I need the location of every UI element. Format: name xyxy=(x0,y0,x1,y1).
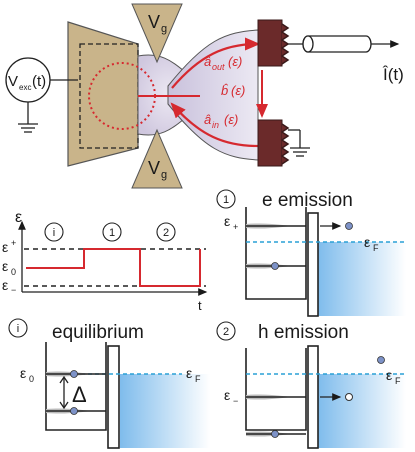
panel-i-barrier xyxy=(107,345,120,449)
panel-i-gap: Δ xyxy=(72,382,87,407)
schematic: V g V g â out (ε) b̂ (ε) â in (ε) V exc … xyxy=(5,3,404,189)
panel1-fermi-sub: F xyxy=(373,243,379,253)
panel2-level-sub: − xyxy=(233,396,238,406)
gate-bottom-label: V xyxy=(148,158,160,178)
phase-1: 1 xyxy=(109,227,115,239)
panel-i-electron-lower xyxy=(70,407,78,415)
drive-waveform xyxy=(26,248,201,287)
panel2-electron-lower xyxy=(271,430,279,438)
left-electrode xyxy=(67,21,139,167)
drive-x-label: t xyxy=(198,298,202,313)
phase-2: 2 xyxy=(163,227,169,239)
panel2-fermi-sub: F xyxy=(395,376,401,386)
reservoir-top xyxy=(257,19,283,67)
panel2-level: ε xyxy=(224,387,230,403)
panel2-title: h emission xyxy=(258,322,349,343)
panel1-barrier xyxy=(307,212,319,317)
a-out-sub: out xyxy=(212,62,225,72)
panel1-title: e emission xyxy=(262,190,353,211)
gate-top-label: V xyxy=(148,12,160,32)
panel2-hole xyxy=(345,393,353,401)
current-label: Î(t) xyxy=(382,65,404,84)
ground-left xyxy=(18,123,38,133)
drive-y-label: ε xyxy=(15,209,22,226)
a-in-label: â xyxy=(204,112,211,127)
panel-i-fermi-sea xyxy=(120,374,210,448)
a-out-arg: (ε) xyxy=(228,54,242,69)
panel-i-level-sub: 0 xyxy=(29,374,34,384)
panel1-electron-lower xyxy=(271,262,279,270)
panel-e-emission: 1 e emission ε + ε F xyxy=(216,189,406,317)
ground-right xyxy=(290,147,310,157)
panel2-electron-excited xyxy=(377,356,385,364)
panel-h-emission: 2 h emission ε − ε F xyxy=(216,321,406,449)
reservoir-teeth xyxy=(280,23,290,165)
source-arg: (t) xyxy=(32,73,46,90)
panel-equilibrium: i equilibrium Δ ε 0 ε F xyxy=(8,318,210,449)
a-out-label: â xyxy=(204,54,211,69)
gate-bottom-sub: g xyxy=(161,169,167,181)
b-label: b̂ xyxy=(221,83,229,98)
panel-i-electron-upper xyxy=(70,370,78,378)
panel1-dot-box xyxy=(245,207,307,300)
panel-i-fermi-sub: F xyxy=(195,374,201,384)
panel-i-gap-arrows xyxy=(59,375,69,410)
phase-markers: i 1 2 xyxy=(44,222,176,242)
reservoir-bottom xyxy=(257,119,283,167)
panel-i-title: equilibrium xyxy=(52,322,144,343)
drive-plot: ε t ε + ε 0 ε − i 1 2 xyxy=(2,209,208,313)
panel1-level-sub: + xyxy=(233,222,238,232)
eps-minus: ε xyxy=(2,277,8,293)
panel2-marker: 2 xyxy=(223,326,229,338)
panel-i-marker: i xyxy=(17,323,19,335)
gate-bottom xyxy=(131,128,183,189)
eps-zero-sub: 0 xyxy=(11,267,16,277)
panel2-barrier xyxy=(307,345,319,449)
panel1-fermi-sea xyxy=(318,242,406,316)
a-in-sub: in xyxy=(212,120,219,130)
eps-minus-sub: − xyxy=(11,285,16,295)
panel-i-level: ε xyxy=(20,365,26,381)
gate-top-sub: g xyxy=(161,23,167,35)
panel2-fermi-sea xyxy=(318,374,406,448)
source-sub: exc xyxy=(19,83,31,92)
phase-i: i xyxy=(53,227,55,239)
dot-dashed-box xyxy=(79,43,139,149)
panel2-fermi: ε xyxy=(386,367,392,383)
panel-i-dot-box xyxy=(45,342,107,431)
gate-top xyxy=(131,3,183,64)
panel1-electron-emitted xyxy=(345,222,353,230)
edge-channel-in xyxy=(170,102,259,148)
panel-i-fermi: ε xyxy=(186,365,192,381)
panel1-fermi: ε xyxy=(364,234,370,250)
panel1-marker: 1 xyxy=(223,194,229,206)
eps-plus-sub: + xyxy=(11,238,16,248)
edge-channel-out xyxy=(171,37,261,89)
b-arg: (ε) xyxy=(231,83,245,98)
eps-plus: ε xyxy=(2,239,8,255)
coax-end xyxy=(302,35,314,53)
panel2-dot-box xyxy=(245,348,307,431)
panel1-level: ε xyxy=(224,213,230,229)
eps-zero: ε xyxy=(2,258,8,274)
a-in-arg: (ε) xyxy=(224,112,238,127)
source-label: V xyxy=(8,73,18,90)
